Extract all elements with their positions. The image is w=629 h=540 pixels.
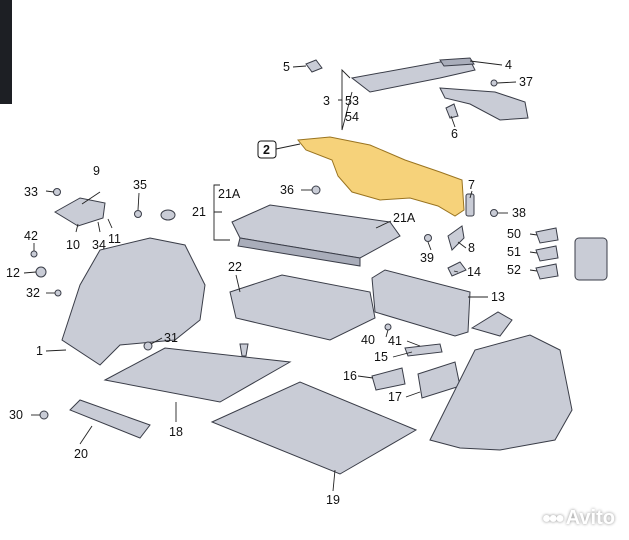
cap-part xyxy=(160,209,176,221)
highlighted-trim-panel-part-2 xyxy=(297,136,465,217)
right-side-trim-part xyxy=(429,334,573,451)
callout-2: 2 xyxy=(263,143,270,157)
clip-part-38 xyxy=(490,209,498,217)
callout-12: 12 xyxy=(6,266,20,280)
callout-21a-right: 21A xyxy=(393,211,416,225)
callout-51: 51 xyxy=(507,245,521,259)
callout-21a-top: 21A xyxy=(218,187,241,201)
bracket-part xyxy=(470,311,513,337)
callout-35: 35 xyxy=(133,178,147,192)
bracket-part-8 xyxy=(447,225,465,251)
clip-part-32 xyxy=(54,289,62,297)
avito-dots-logo-icon: ●●● xyxy=(541,509,565,527)
callout-15: 15 xyxy=(374,350,388,364)
clip-part-36 xyxy=(311,185,321,195)
callout-38: 38 xyxy=(512,206,526,220)
cargo-cover-part-21 xyxy=(231,204,401,267)
trim-panel-part-13 xyxy=(371,269,471,337)
storage-tray-part-22 xyxy=(229,274,376,341)
callout-3: 3 xyxy=(323,94,330,108)
callout-19: 19 xyxy=(326,493,340,507)
callout-7: 7 xyxy=(468,178,475,192)
callout-17: 17 xyxy=(388,390,402,404)
callout-42: 42 xyxy=(24,229,38,243)
clip-part-50 xyxy=(535,227,559,244)
hook-part xyxy=(239,343,249,357)
avito-watermark: ●●● Avito xyxy=(542,507,615,530)
clip-part-7 xyxy=(465,193,475,217)
clip-part-5 xyxy=(305,59,323,73)
callout-16: 16 xyxy=(343,369,357,383)
callout-31: 31 xyxy=(164,331,178,345)
callout-53: 53 xyxy=(345,94,359,108)
callout-37: 37 xyxy=(519,75,533,89)
callout-9: 9 xyxy=(93,164,100,178)
clip-part-52 xyxy=(535,263,559,280)
clip-part-40 xyxy=(384,323,392,331)
screw-part-37 xyxy=(490,79,498,87)
callout-52: 52 xyxy=(507,263,521,277)
clip-part-51 xyxy=(535,245,559,262)
grommet-part-12 xyxy=(35,266,47,278)
floor-cover-part-19 xyxy=(210,381,418,475)
callout-20: 20 xyxy=(74,447,88,461)
callout-11: 11 xyxy=(108,232,121,246)
clip-part-33 xyxy=(53,188,61,196)
callout-30: 30 xyxy=(9,408,23,422)
callout-22: 22 xyxy=(228,260,242,274)
roof-rail-part xyxy=(350,57,529,121)
cover-part-16 xyxy=(371,367,406,391)
callout-39: 39 xyxy=(420,251,434,265)
callout-1: 1 xyxy=(36,344,43,358)
callout-32: 32 xyxy=(26,286,40,300)
clip-part-39 xyxy=(424,234,432,242)
callout-10: 10 xyxy=(66,238,80,252)
callout-54: 54 xyxy=(345,110,359,124)
clip-part-31 xyxy=(143,341,153,351)
clip-part-30 xyxy=(39,410,49,420)
callout-18: 18 xyxy=(169,425,183,439)
callout-13: 13 xyxy=(491,290,505,304)
clip-part-42 xyxy=(30,250,38,258)
callout-41: 41 xyxy=(388,334,402,348)
floor-panel-part-18 xyxy=(103,347,292,403)
clip-part-35 xyxy=(134,210,142,218)
clip-part-14 xyxy=(447,261,467,277)
scuff-plate-part-20 xyxy=(69,399,151,439)
callout-50: 50 xyxy=(507,227,521,241)
callout-33: 33 xyxy=(24,185,38,199)
callout-2-box xyxy=(257,140,277,159)
left-side-trim-part-1 xyxy=(61,237,206,366)
callout-34: 34 xyxy=(92,238,106,252)
vent-grille-part xyxy=(574,237,608,281)
callout-6: 6 xyxy=(451,127,458,141)
bracket-part-9 xyxy=(54,197,106,227)
callout-4: 4 xyxy=(505,58,512,72)
callout-40: 40 xyxy=(361,333,375,347)
bracket-part-6 xyxy=(445,103,459,119)
callout-5: 5 xyxy=(283,60,290,74)
left-edge-bar xyxy=(0,0,12,104)
callout-8: 8 xyxy=(468,241,475,255)
callout-21: 21 xyxy=(192,205,206,219)
callout-36: 36 xyxy=(280,183,294,197)
callout-14: 14 xyxy=(467,265,481,279)
watermark-brand: Avito xyxy=(565,507,615,529)
bracket-part-15 xyxy=(404,343,443,357)
